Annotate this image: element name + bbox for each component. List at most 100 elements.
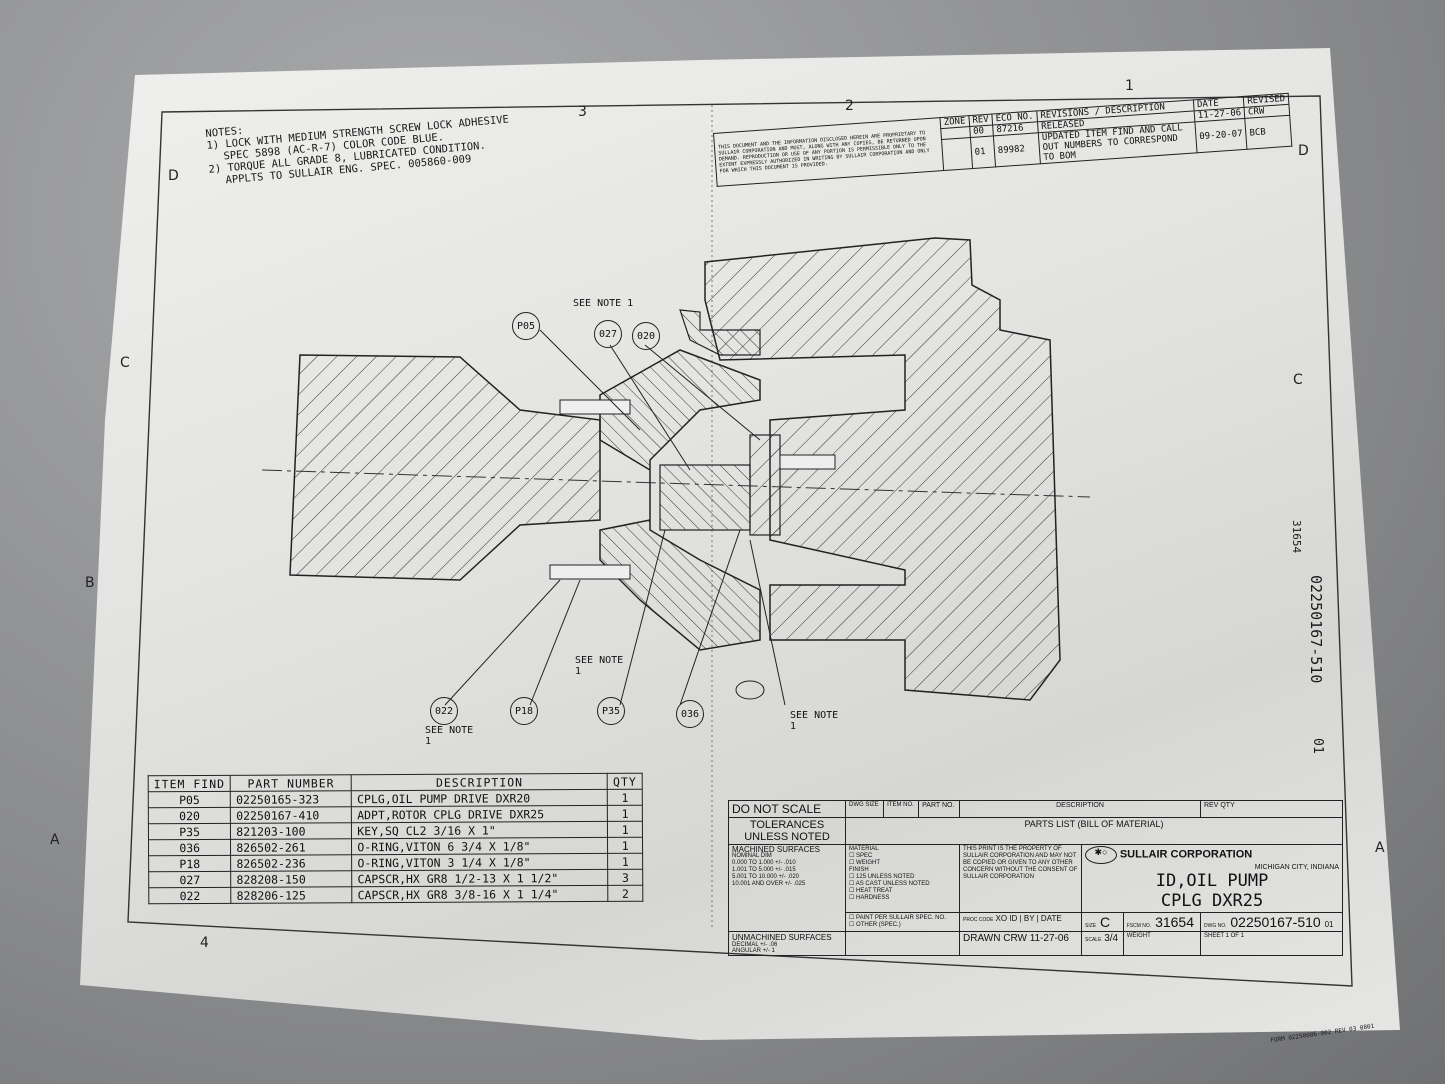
company-block: ✱○ SULLAIR CORPORATION MICHIGAN CITY, IN… <box>1081 844 1343 913</box>
title-block: DO NOT SCALE DWG SIZE ITEM NO. PART NO. … <box>728 800 1343 956</box>
bolt-022-upper <box>559 399 631 415</box>
unmachined-label: UNMACHINED SURFACES <box>732 933 832 942</box>
tolerances-label: TOLERANCES UNLESS NOTED <box>728 817 846 845</box>
description: CAPSCR,HX GR8 3/8-16 X 1 1/4" <box>352 885 609 903</box>
tol-row: 5.001 TO 10.000 +/- .020 <box>732 874 799 880</box>
part-no-header: PART NO. <box>918 800 961 818</box>
nominal-dim: NOMINAL DIM <box>732 853 772 859</box>
zone-row-c-right: C <box>1293 372 1303 388</box>
drawn-by: CRW <box>1003 933 1027 944</box>
weight-checkbox: WEIGHT <box>856 860 881 866</box>
description: CPLG,OIL PUMP DRIVE DXR20 <box>351 789 608 807</box>
qty: 3 <box>607 869 643 886</box>
weight-label: WEIGHT <box>1122 931 1202 956</box>
by-label: BY <box>1023 914 1035 923</box>
proc-code: PROC CODE <box>963 917 994 923</box>
tol-row: 1.001 TO 5.000 +/- .015 <box>732 867 796 873</box>
item-find: P05 <box>148 791 231 808</box>
see-note-label: SEE NOTE 1 <box>575 655 624 677</box>
zone-col-2: 2 <box>845 98 854 114</box>
side-fscm: 31654 <box>1290 520 1303 554</box>
rev-header: REV <box>1204 802 1219 809</box>
material-finish: MATERIAL ☐ SPEC ☐ WEIGHT FINISH ☐ 125 UN… <box>844 844 961 913</box>
qty: 1 <box>607 805 643 822</box>
part-number: 02250165-323 <box>230 790 352 808</box>
callout-022: 022 <box>430 697 458 725</box>
col-description: DESCRIPTION <box>351 773 608 791</box>
paint-checkbox: PAINT PER SULLAIR SPEC. NO. <box>856 915 946 921</box>
description: O-RING,VITON 6 3/4 X 1/8" <box>351 837 608 855</box>
zone-col-1: 1 <box>1125 78 1134 94</box>
property-notice: THIS PRINT IS THE PROPERTY OF SULLAIR CO… <box>959 844 1083 913</box>
scale-value: 3/4 <box>1104 933 1119 944</box>
finish-label: FINISH <box>849 867 869 873</box>
item-find: 036 <box>148 839 231 856</box>
side-rev: 01 <box>1310 738 1325 754</box>
zone-row-a: A <box>50 832 60 848</box>
company-location: MICHIGAN CITY, INDIANA <box>1254 864 1339 871</box>
size-label: SIZE <box>1085 923 1097 929</box>
fscm-label: FSCM NO. <box>1126 923 1152 929</box>
part-number: 828206-125 <box>231 886 353 904</box>
zone-row-d: D <box>168 168 179 184</box>
parts-list-table: ITEM FIND PART NUMBER DESCRIPTION QTY P0… <box>148 773 644 905</box>
qty: 1 <box>607 853 643 870</box>
finish-option: 125 UNLESS NOTED <box>856 874 915 880</box>
rev-by: BCB <box>1245 115 1293 150</box>
zone-row-d-right: D <box>1298 143 1309 159</box>
zone-col-4: 4 <box>200 935 209 951</box>
date-label: DATE <box>1040 914 1062 923</box>
eco-num: 89982 <box>993 132 1041 167</box>
description: KEY,SQ CL2 3/16 X 1" <box>351 821 608 839</box>
rev-value: 01 <box>1324 920 1334 929</box>
description: O-RING,VITON 3 1/4 X 1/8" <box>351 853 608 871</box>
col-part-number: PART NUMBER <box>230 774 352 792</box>
spec-checkbox: SPEC <box>856 853 873 859</box>
approval-header: PROC CODE XO ID | BY | DATE <box>959 912 1083 932</box>
drive-plate-section <box>749 434 781 536</box>
scale-label: SCALE <box>1085 937 1102 943</box>
sullair-logo-icon: ✱○ <box>1085 846 1118 864</box>
sheet-label: SHEET 1 OF 1 <box>1200 931 1343 956</box>
leader-lines <box>444 329 786 706</box>
adapter-section <box>679 309 761 356</box>
company-name: SULLAIR CORPORATION <box>1119 848 1253 861</box>
tol-row: 0.000 TO 1.000 +/- .010 <box>732 860 796 866</box>
dwg-no-label: DWG NO. <box>1204 923 1227 929</box>
unmachined-tolerances: UNMACHINED SURFACES DECIMAL +/- .06 ANGU… <box>728 931 846 956</box>
fscm-value: 31654 <box>1155 914 1195 930</box>
callout-020: 020 <box>632 322 660 350</box>
qty-header: QTY <box>1220 802 1235 809</box>
dwg-no-value: 02250167-510 <box>1230 914 1321 930</box>
part-number: 02250167-410 <box>230 806 352 824</box>
fscm-cell: FSCM NO. 31654 <box>1122 912 1202 932</box>
heat-treat-checkbox: HEAT TREAT <box>856 888 893 894</box>
col-item-find: ITEM FIND <box>148 775 231 792</box>
callout-p35: P35 <box>597 697 625 725</box>
qty: 1 <box>607 837 643 854</box>
scale-cell: SCALE 3/4 <box>1081 931 1124 956</box>
qty: 1 <box>607 789 643 806</box>
bolt-027 <box>779 454 836 470</box>
description-header: DESCRIPTION <box>959 800 1201 818</box>
dwg-size-header: DWG SIZE <box>844 800 885 818</box>
description: ADPT,ROTOR CPLG DRIVE DXR25 <box>351 805 608 823</box>
paint-other: ☐ PAINT PER SULLAIR SPEC. NO. ☐ OTHER (S… <box>844 912 961 932</box>
item-find: 020 <box>148 807 231 824</box>
decimal-tol: DECIMAL +/- .06 <box>732 942 778 948</box>
drawing-title-line2: CPLG DXR25 <box>1160 891 1264 911</box>
callout-p18: P18 <box>510 697 538 725</box>
port-hole <box>735 680 765 700</box>
item-find: P18 <box>148 855 231 872</box>
other-checkbox: OTHER (SPEC.) <box>856 922 901 928</box>
housing-section <box>704 237 1061 701</box>
item-no-header: ITEM NO. <box>883 800 920 818</box>
description: CAPSCR,HX GR8 1/2-13 X 1 1/2" <box>351 869 609 887</box>
drawn-label: DRAWN <box>963 933 1001 944</box>
rev-num: 01 <box>970 135 996 169</box>
zone-row-a-right: A <box>1375 840 1385 856</box>
see-note-label: SEE NOTE 1 <box>790 710 839 732</box>
zone-col-3: 3 <box>578 104 587 120</box>
